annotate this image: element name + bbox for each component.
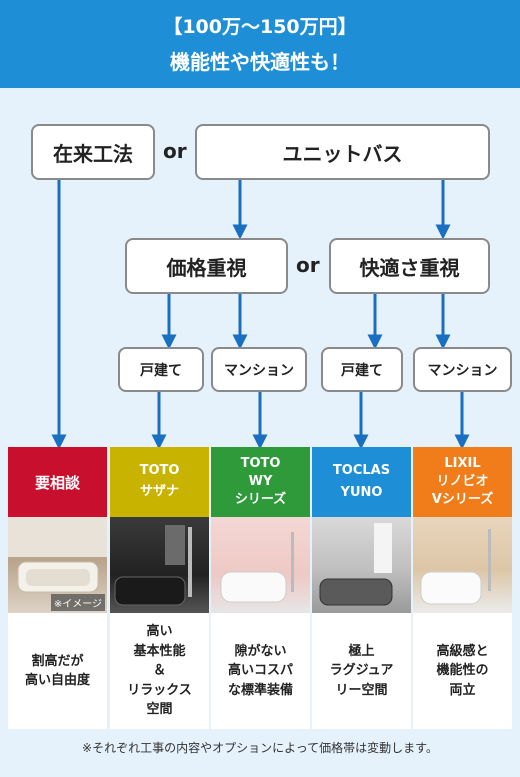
option-card-lixil-renobio: LIXIL リノビオ Vシリーズ 高級感と 機能性の 両立 — [413, 447, 512, 729]
desc-line: リー空間 — [335, 682, 388, 698]
conventional-method-box: 在来工法 — [31, 124, 155, 180]
card-description: 割高だが高い自由度 — [8, 613, 107, 729]
bathroom-photo: ※イメージ — [8, 517, 107, 613]
house-box-2: 戸建て — [321, 347, 403, 392]
card-brand: LIXIL — [444, 455, 481, 471]
desc-line: 空間 — [146, 702, 173, 718]
card-brand: TOTO — [240, 455, 281, 471]
card-description: 極上 ラグジュア リー空間 — [312, 613, 411, 729]
card-series: シリーズ — [234, 492, 287, 508]
card-header: LIXIL リノビオ Vシリーズ — [413, 447, 512, 517]
card-header: TOTO WY シリーズ — [211, 447, 310, 517]
bathroom-photo — [110, 517, 209, 613]
image-note: ※イメージ — [50, 594, 105, 611]
header-banner: 【100万〜150万円】 機能性や快適性も！ — [0, 0, 520, 88]
header-price-range: 【100万〜150万円】 — [163, 16, 357, 38]
card-brand: TOCLAS — [332, 462, 391, 478]
desc-line: な標準装備 — [227, 682, 293, 698]
desc-line: 極上 — [348, 643, 375, 659]
desc-line: 高い — [146, 624, 173, 640]
card-header: TOCLAS YUNO — [312, 447, 411, 517]
card-title: 要相談 — [34, 473, 80, 492]
option-card-toclas-yuno: TOCLAS YUNO 極上 ラグジュア リー空間 — [312, 447, 411, 729]
card-description: 高級感と 機能性の 両立 — [413, 613, 512, 729]
card-header: TOTO サザナ — [110, 447, 209, 517]
card-header: 要相談 — [8, 447, 107, 517]
desc-line: 両立 — [449, 682, 476, 698]
bathroom-photo — [211, 517, 310, 613]
card-product: WY — [248, 473, 273, 489]
desc-line: 高い自由度 — [24, 673, 90, 688]
desc-line: ラグジュア — [329, 663, 394, 679]
card-series: Vシリーズ — [431, 492, 494, 508]
header-subtitle: 機能性や快適性も！ — [170, 50, 350, 74]
footnote: ※それぞれ工事の内容やオプションによって価格帯は変動します。 — [82, 741, 438, 755]
card-description: 隙がない 高いコスパ な標準装備 — [211, 613, 310, 729]
option-card-consult: 要相談 ※イメージ 割高だが高い自由度 — [8, 447, 107, 729]
option-card-toto-sazana: TOTO サザナ 高い 基本性能 ＆ リラックス 空間 — [110, 447, 209, 729]
or-label-top: or — [163, 139, 187, 163]
bathroom-photo — [413, 517, 512, 613]
card-product: リノビオ — [436, 473, 489, 489]
desc-line: 割高だが — [31, 653, 84, 669]
card-brand: TOTO — [139, 463, 180, 479]
card-product: YUNO — [340, 485, 383, 500]
comfort-focus-box: 快適さ重視 — [329, 238, 490, 294]
mansion-box-2: マンション — [413, 347, 512, 392]
desc-line: ＆ — [152, 663, 166, 679]
card-description: 高い 基本性能 ＆ リラックス 空間 — [110, 613, 209, 729]
option-card-toto-wy: TOTO WY シリーズ 隙がない 高いコスパ な標準装備 — [211, 447, 310, 729]
or-label-middle: or — [296, 253, 320, 277]
mansion-box-1: マンション — [211, 347, 307, 392]
desc-line: 高いコスパ — [227, 663, 293, 679]
desc-line: 隙がない — [234, 643, 287, 659]
desc-line: 機能性の — [436, 663, 489, 679]
bathroom-photo — [312, 517, 411, 613]
unit-bath-box: ユニットバス — [195, 124, 490, 180]
desc-line: リラックス — [127, 682, 192, 698]
card-product: サザナ — [139, 484, 179, 499]
desc-line: 高級感と — [436, 643, 489, 659]
price-focus-box: 価格重視 — [125, 238, 288, 294]
desc-line: 基本性能 — [133, 643, 186, 659]
house-box-1: 戸建て — [118, 347, 204, 392]
